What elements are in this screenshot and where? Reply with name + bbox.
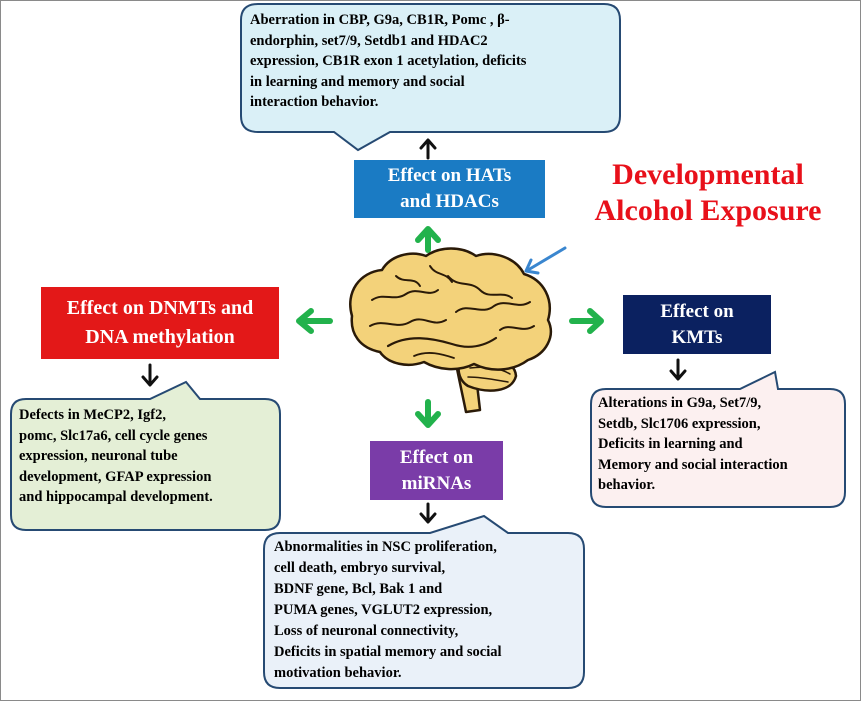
mirnas-outcome-line: BDNF gene, Bcl, Bak 1 and [274, 581, 443, 597]
mirnas-effect-label: Effect on miRNAs [370, 441, 503, 500]
arrow-icon [141, 363, 159, 387]
dnmts-effect-line-2: DNA methylation [85, 326, 235, 348]
hats-outcome-line: expression, CB1R exon 1 acetylation, def… [250, 53, 527, 69]
kmts-outcome-line: Deficits in learning and [598, 436, 743, 452]
mirnas-effect-line-2: miRNAs [401, 472, 472, 494]
kmts-outcome-line: behavior. [598, 477, 656, 493]
dnmts-outcome-line: pomc, Slc17a6, cell cycle genes [19, 427, 208, 444]
hats-outcome-line: endorphin, set7/9, Setdb1 and HDAC2 [250, 32, 488, 49]
mirnas-outcome-text: Abnormalities in NSC proliferation, cell… [274, 537, 502, 684]
mirnas-outcome-line: Abnormalities in NSC proliferation, [274, 539, 497, 555]
hats-outcome-line: Aberration in CBP, G9a, CB1R, Pomc , β- [250, 12, 510, 28]
dnmts-outcome-line: expression, neuronal tube [19, 448, 178, 464]
kmts-effect-box [623, 295, 771, 354]
dnmts-outcome-line: Defects in MeCP2, Igf2, [19, 407, 166, 423]
hats-outcome-line: in learning and memory and social [250, 73, 465, 90]
mirnas-effect-line-1: Effect on [399, 446, 474, 468]
diagram-title: Developmental Alcohol Exposure [563, 157, 853, 229]
arrow-icon [569, 308, 604, 334]
dnmts-effect-box [41, 287, 279, 359]
arrow-icon [419, 138, 437, 160]
hats-effect-label: Effect on HATs and HDACs [354, 160, 545, 218]
hats-outcome-bubble [240, 3, 621, 152]
mirnas-outcome-line: PUMA genes, VGLUT2 expression, [274, 602, 493, 618]
mirnas-effect-box [370, 441, 503, 500]
arrow-icon [296, 308, 333, 334]
dnmts-effect-line-1: Effect on DNMTs and [66, 297, 254, 319]
arrow-icon [419, 502, 437, 524]
hats-effect-box [354, 160, 545, 218]
kmts-effect-line-1: Effect on [660, 300, 734, 322]
dnmts-outcome-bubble [10, 380, 281, 531]
dnmts-outcome-line: and hippocampal development. [19, 489, 213, 505]
kmts-outcome-line: Alterations in G9a, Set7/9, [598, 395, 762, 411]
kmts-outcome-line: Memory and social interaction [598, 456, 788, 473]
mirnas-outcome-line: Loss of neuronal connectivity, [274, 623, 459, 639]
hats-outcome-text: Aberration in CBP, G9a, CB1R, Pomc , β- … [250, 10, 526, 113]
hats-effect-line-1: Effect on HATs [387, 165, 512, 186]
mirnas-outcome-line: Deficits in spatial memory and social [274, 644, 502, 660]
brain-icon [349, 247, 553, 414]
hats-effect-line-2: and HDACs [400, 191, 499, 212]
dnmts-outcome-text: Defects in MeCP2, Igf2, pomc, Slc17a6, c… [19, 405, 213, 508]
mirnas-outcome-bubble [263, 514, 585, 689]
arrow-icon [415, 399, 441, 428]
dnmts-effect-label: Effect on DNMTs and DNA methylation [41, 287, 279, 359]
dnmts-outcome-line: development, GFAP expression [19, 468, 212, 485]
arrow-icon [669, 358, 687, 381]
mirnas-outcome-line: cell death, embryo survival, [274, 560, 446, 576]
mirnas-outcome-line: motivation behavior. [274, 665, 402, 681]
arrow-icon [524, 246, 567, 275]
kmts-outcome-line: Setdb, Slc1706 expression, [598, 415, 761, 432]
hats-outcome-line: interaction behavior. [250, 94, 379, 110]
kmts-outcome-bubble [590, 370, 846, 508]
title-line-1: Developmental [612, 158, 804, 191]
arrow-icon [415, 226, 441, 253]
kmts-effect-label: Effect on KMTs [623, 295, 771, 354]
kmts-outcome-text: Alterations in G9a, Set7/9, Setdb, Slc17… [598, 393, 788, 496]
title-line-2: Alcohol Exposure [594, 194, 822, 227]
kmts-effect-line-2: KMTs [671, 326, 723, 348]
